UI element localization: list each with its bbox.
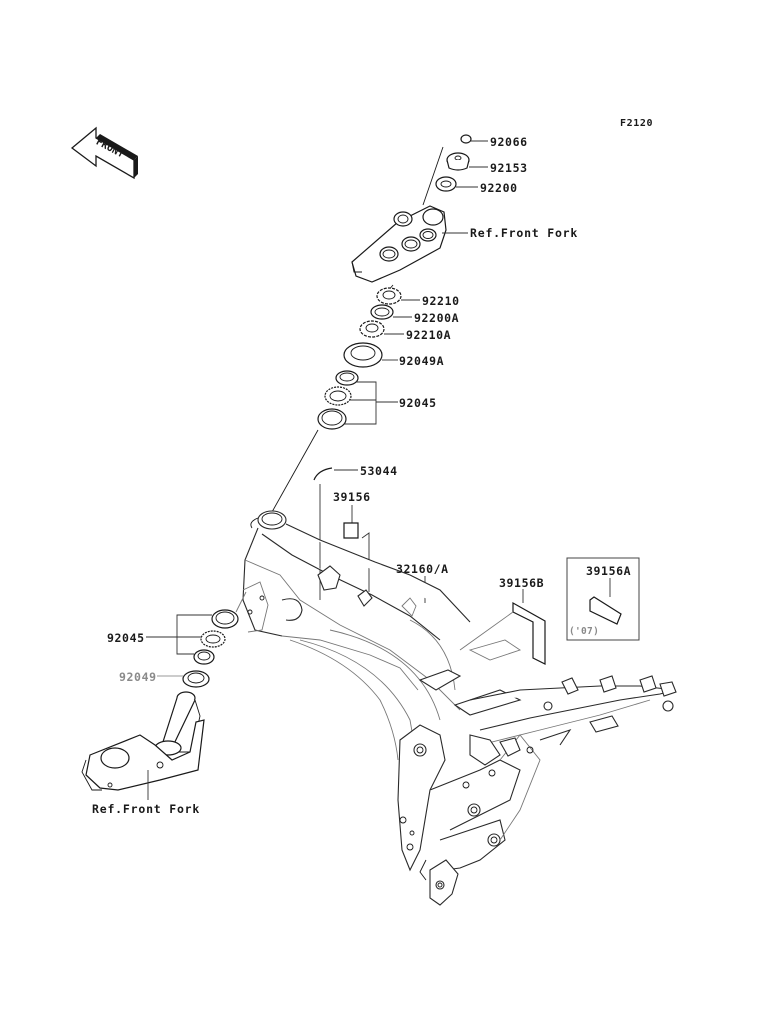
part-label-32160A[interactable]: 32160/A: [396, 562, 449, 576]
upper-bearing-92045[interactable]: [317, 370, 398, 430]
part-label-92200A[interactable]: 92200A: [414, 311, 460, 325]
part-label-39156A[interactable]: 39156A: [586, 564, 632, 578]
lock-washer-92200A[interactable]: [370, 304, 412, 320]
label-sticker-39156[interactable]: [343, 505, 370, 592]
part-label-39156B[interactable]: 39156B: [499, 576, 545, 590]
part-label-92049A[interactable]: 92049A: [399, 354, 445, 368]
part-label-92045-upper[interactable]: 92045: [399, 396, 437, 410]
part-label-92045-lower[interactable]: 92045: [107, 631, 145, 645]
label-39156A-box[interactable]: [566, 557, 640, 641]
lower-bearing-92045[interactable]: [146, 591, 247, 665]
year-note-07: ('07): [569, 626, 600, 637]
part-label-92200[interactable]: 92200: [480, 181, 518, 195]
part-label-92210[interactable]: 92210: [422, 294, 460, 308]
figure-code: F2120: [620, 118, 654, 129]
part-label-39156[interactable]: 39156: [333, 490, 371, 504]
part-label-53044[interactable]: 53044: [360, 464, 398, 478]
ref-front-fork-upper[interactable]: Ref.Front Fork: [470, 226, 579, 240]
cap-92066[interactable]: [460, 134, 488, 144]
upper-triple-clamp[interactable]: [351, 205, 468, 283]
dust-seal-92049A[interactable]: [343, 342, 398, 368]
part-label-92049[interactable]: 92049: [119, 670, 157, 684]
part-label-92153[interactable]: 92153: [490, 161, 528, 175]
part-label-92210A[interactable]: 92210A: [406, 328, 452, 342]
lower-triple-clamp[interactable]: [81, 691, 205, 800]
dust-seal-92049[interactable]: [157, 670, 210, 688]
stem-head-nut-92153[interactable]: [446, 152, 488, 171]
stem-locknut-92210A[interactable]: [359, 320, 404, 338]
stem-nut-92210[interactable]: [376, 287, 420, 305]
label-39156B[interactable]: [459, 589, 546, 665]
washer-92200[interactable]: [435, 176, 478, 192]
front-direction-arrow-icon: FRONT: [70, 126, 138, 180]
part-label-92066[interactable]: 92066: [490, 135, 528, 149]
ref-front-fork-lower[interactable]: Ref.Front Fork: [92, 802, 201, 816]
frame-32160[interactable]: [242, 510, 677, 906]
